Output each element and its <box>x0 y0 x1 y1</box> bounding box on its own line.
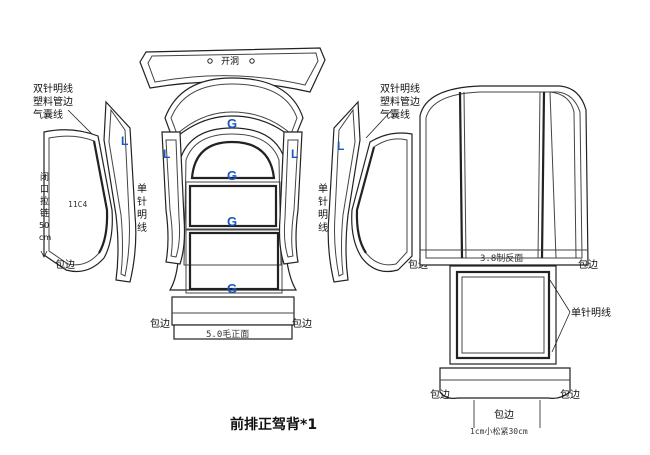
svg-text:线: 线 <box>137 221 147 234</box>
svg-text:cm: cm <box>39 233 51 242</box>
elastic-note: 1cm小松紧30cm <box>470 426 528 436</box>
mark-g-1: G <box>227 116 237 131</box>
hole-left-icon <box>207 58 213 64</box>
svg-text:针: 针 <box>318 195 328 208</box>
svg-text:口: 口 <box>40 185 49 195</box>
mark-g-2: G <box>227 168 237 183</box>
svg-text:单: 单 <box>318 183 328 195</box>
page-title: 前排正驾背*1 <box>230 416 317 433</box>
code-label: 11C4 <box>68 200 87 209</box>
elastic-markers <box>473 400 541 428</box>
left-narrow-piece <box>103 100 137 283</box>
mark-l-4: L <box>337 139 344 153</box>
svg-text:拉: 拉 <box>40 195 49 207</box>
right-panel-label: 3.8制反面 <box>480 252 523 264</box>
right-inner-piece <box>278 131 303 265</box>
right-note-1: 双针明线 <box>380 82 420 95</box>
bottom-center-label: 5.0毛正面 <box>206 328 249 340</box>
left-inner-piece <box>161 131 186 265</box>
hole-right-icon <box>249 58 255 64</box>
svg-text:单: 单 <box>137 183 147 195</box>
right-note-2: 塑料管边 <box>380 95 420 108</box>
svg-text:线: 线 <box>318 221 328 234</box>
left-note-2: 塑料管边 <box>33 95 73 108</box>
mark-l-2: L <box>163 147 170 161</box>
right-note-3: 气囊线 <box>380 108 410 121</box>
right-leader-1 <box>365 109 393 139</box>
single-needle-left: 单 针 明 线 <box>137 183 147 234</box>
svg-text:闭: 闭 <box>40 171 49 183</box>
zipper-note: 闭 口 拉 链 50 cm <box>39 171 51 242</box>
svg-text:50: 50 <box>39 221 49 230</box>
svg-text:针: 针 <box>137 195 147 208</box>
right-outer-piece <box>351 132 413 273</box>
zipper-arrow-icon <box>40 246 48 258</box>
bottom-skirt-center <box>171 296 295 340</box>
left-outer-piece <box>43 129 113 273</box>
right-single-needle: 单针明线 <box>571 306 611 319</box>
binding-label-1: 包边 <box>150 317 170 330</box>
left-note-3: 气囊线 <box>33 108 63 121</box>
top-label: 开洞 <box>221 56 239 67</box>
arch-piece <box>164 77 304 142</box>
bottom-skirt-right <box>439 367 571 399</box>
binding-label-2: 包边 <box>292 317 312 330</box>
binding-label-8: 包边 <box>494 408 514 421</box>
right-leader-2 <box>549 279 571 353</box>
mark-g-3: G <box>227 214 237 229</box>
mark-l-3: L <box>291 147 298 161</box>
svg-text:明: 明 <box>318 209 328 221</box>
mark-l-1: L <box>121 134 128 148</box>
binding-label-5: 包边 <box>578 258 598 271</box>
binding-label-6: 包边 <box>430 388 450 401</box>
single-needle-right: 单 针 明 线 <box>318 183 328 234</box>
center-back-panel <box>168 127 298 294</box>
mark-g-4: G <box>227 281 237 296</box>
right-back-panel <box>419 85 589 266</box>
binding-label-3: 包边 <box>55 258 75 271</box>
left-note-1: 双针明线 <box>33 82 73 95</box>
svg-text:明: 明 <box>137 209 147 221</box>
svg-text:链: 链 <box>40 207 49 219</box>
right-narrow-piece <box>327 100 361 283</box>
right-lower-panel <box>449 265 557 365</box>
binding-label-7: 包边 <box>560 388 580 401</box>
